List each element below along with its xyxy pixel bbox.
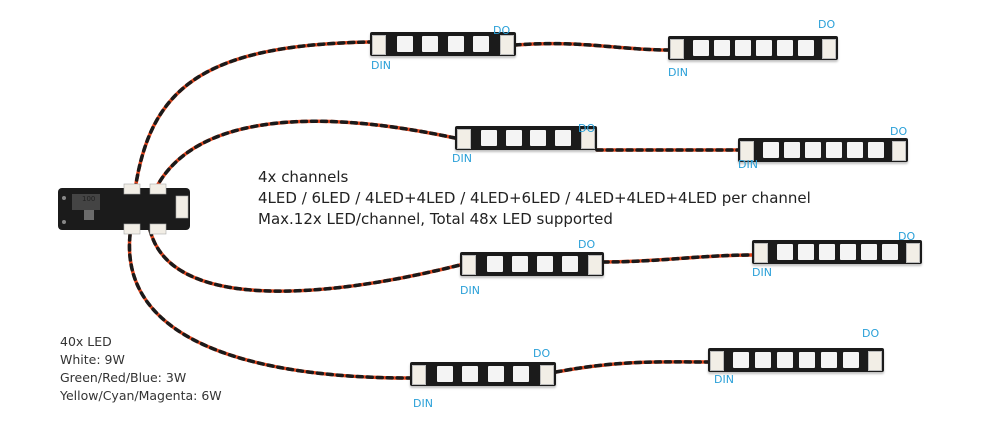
din-label: DIN [668, 66, 688, 79]
channel-caption: 4x channels 4LED / 6LED / 4LED+4LED / 4L… [258, 167, 811, 230]
led-chip [487, 366, 504, 382]
do-label: DO [533, 347, 551, 360]
led-strip [370, 32, 516, 56]
strip-connector [754, 243, 768, 263]
do-label: DO [578, 238, 596, 251]
led-chip [713, 40, 730, 56]
led-strip [752, 240, 922, 264]
led-strip [410, 362, 556, 386]
led-chip [733, 352, 749, 368]
led-chip [843, 352, 859, 368]
led-chip [881, 244, 898, 260]
strip-connector [892, 141, 906, 161]
strip-connector [822, 39, 836, 59]
do-label: DO [890, 125, 908, 138]
led-chip [825, 142, 842, 158]
do-label: DO [898, 230, 916, 243]
led-strip [668, 36, 838, 60]
strip-connector [372, 35, 386, 55]
led-strip [460, 252, 604, 276]
led-chip [755, 40, 772, 56]
led-chip [513, 366, 530, 382]
wire-bundle [127, 40, 754, 380]
led-chip [776, 40, 793, 56]
strip-connector [588, 255, 602, 275]
strip-connector [457, 129, 471, 149]
strip-connector [710, 351, 724, 371]
led-chip [783, 142, 800, 158]
din-label: DIN [452, 152, 472, 165]
board-label: 100 [82, 195, 96, 203]
led-chip [505, 130, 522, 146]
led-chip [821, 352, 837, 368]
led-strip [708, 348, 884, 372]
caption-line: Max.12x LED/channel, Total 48x LED suppo… [258, 210, 613, 228]
strip-connector [581, 129, 595, 149]
do-label: DO [818, 18, 836, 31]
led-chip [511, 256, 528, 272]
din-label: DIN [752, 266, 772, 279]
note-line: White: 9W [60, 352, 125, 367]
led-chip [797, 244, 814, 260]
din-label: DIN [413, 397, 433, 410]
strip-connector [670, 39, 684, 59]
led-chip [755, 352, 771, 368]
strip-connector [740, 141, 754, 161]
led-chip [867, 142, 884, 158]
din-label: DIN [714, 373, 734, 386]
led-chip [799, 352, 815, 368]
led-chip [860, 244, 877, 260]
strip-connector [906, 243, 920, 263]
din-label: DIN [460, 284, 480, 297]
led-chip [846, 142, 863, 158]
led-chip [561, 256, 578, 272]
led-strip [455, 126, 597, 150]
led-chip [818, 244, 835, 260]
do-label: DO [493, 24, 511, 37]
led-chip [447, 36, 464, 52]
strip-connector [412, 365, 426, 385]
strip-connector [462, 255, 476, 275]
led-chip [486, 256, 503, 272]
note-line: 40x LED [60, 334, 112, 349]
caption-line: 4x channels [258, 168, 349, 186]
do-label: DO [578, 122, 596, 135]
din-label: DIN [738, 158, 758, 171]
led-chip [776, 244, 793, 260]
led-chip [554, 130, 571, 146]
led-chip [436, 366, 453, 382]
power-note: 40x LED White: 9W Green/Red/Blue: 3W Yel… [60, 333, 222, 405]
led-strip [738, 138, 908, 162]
led-chip [762, 142, 779, 158]
led-chip [536, 256, 553, 272]
led-chip [734, 40, 751, 56]
note-line: Green/Red/Blue: 3W [60, 370, 187, 385]
led-chip [530, 130, 547, 146]
led-chip [481, 130, 498, 146]
strip-connector [540, 365, 554, 385]
led-chip [396, 36, 413, 52]
led-chip [473, 36, 490, 52]
note-line: Yellow/Cyan/Magenta: 6W [60, 388, 222, 403]
led-chip [462, 366, 479, 382]
led-chip [422, 36, 439, 52]
led-chip [777, 352, 793, 368]
din-label: DIN [371, 59, 391, 72]
led-chip [804, 142, 821, 158]
led-chip [839, 244, 856, 260]
led-chip [797, 40, 814, 56]
do-label: DO [862, 327, 880, 340]
caption-line: 4LED / 6LED / 4LED+4LED / 4LED+6LED / 4L… [258, 189, 811, 207]
strip-connector [868, 351, 882, 371]
strip-connector [500, 35, 514, 55]
led-chip [692, 40, 709, 56]
controller-board [58, 183, 190, 235]
